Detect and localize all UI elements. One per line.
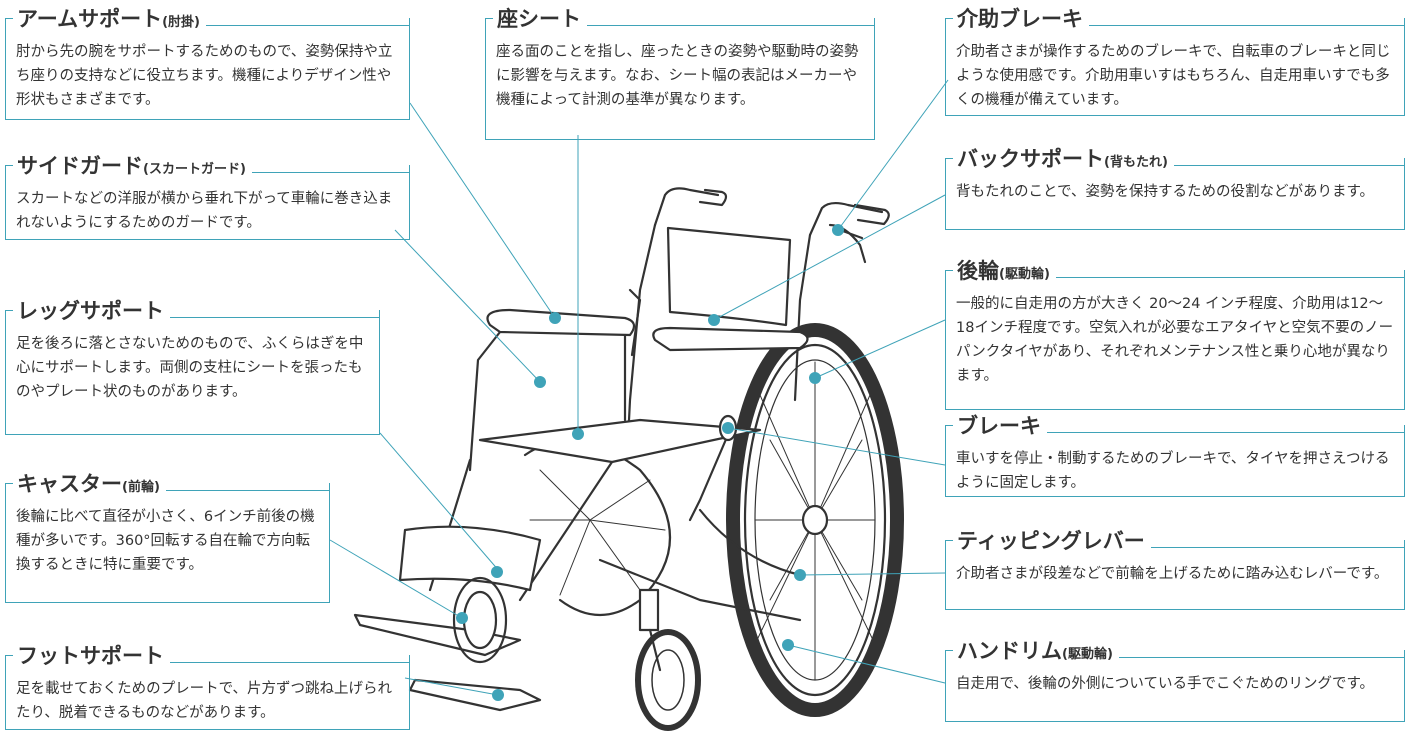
assist-brake-title: 介助ブレーキ	[953, 3, 1089, 33]
callout-hand-rim: ハンドリム(駆動輪) 自走用で、後輪の外側についている手でこぐためのリングです。	[945, 635, 1405, 722]
dot-hand-rim	[782, 639, 794, 651]
callout-back-support: バックサポート(背もたれ) 背もたれのことで、姿勢を保持するための役割などがあり…	[945, 143, 1405, 230]
dot-back-support	[708, 314, 720, 326]
callout-arm-support: アームサポート(肘掛) 肘から先の腕をサポートするためのもので、姿勢保持や立ち座…	[5, 3, 410, 120]
back-support-title: バックサポート(背もたれ)	[953, 143, 1174, 173]
seat-desc: 座る面のことを指し、座ったときの姿勢や駆動時の姿勢に影響を与えます。なお、シート…	[496, 44, 859, 108]
dot-brake	[722, 422, 734, 434]
back-support-desc: 背もたれのことで、姿勢を保持するための役割などがあります。	[956, 184, 1375, 200]
assist-brake-desc: 介助者さまが操作するためのブレーキで、自転車のブレーキと同じような使用感です。介…	[956, 44, 1391, 108]
callout-rear-wheel: 後輪(駆動輪) 一般的に自走用の方が大きく 20〜24 インチ程度、介助用は12…	[945, 255, 1405, 410]
foot-support-desc: 足を載せておくためのプレートで、片方ずつ跳ね上げられたり、脱着できるものなどがあ…	[16, 681, 392, 721]
callout-seat: 座シート 座る面のことを指し、座ったときの姿勢や駆動時の姿勢に影響を与えます。な…	[485, 3, 875, 140]
seat-title: 座シート	[493, 3, 587, 33]
callout-caster: キャスター(前輪) 後輪に比べて直径が小さく、6インチ前後の機種が多いです。36…	[5, 468, 330, 603]
callout-brake: ブレーキ 車いすを停止・制動するためのブレーキで、タイヤを押さえつけるように固定…	[945, 410, 1405, 497]
callout-assist-brake: 介助ブレーキ 介助者さまが操作するためのブレーキで、自転車のブレーキと同じような…	[945, 3, 1405, 116]
brake-desc: 車いすを停止・制動するためのブレーキで、タイヤを押さえつけるように固定します。	[956, 451, 1390, 491]
dot-leg-support	[491, 566, 503, 578]
wheelchair-illustration	[353, 187, 904, 731]
leg-support-desc: 足を後ろに落とさないためのもので、ふくらはぎを中心にサポートします。両側の支柱に…	[16, 336, 364, 400]
hand-rim-desc: 自走用で、後輪の外側についている手でこぐためのリングです。	[956, 676, 1375, 692]
side-guard-title: サイドガード(スカートガード)	[13, 150, 252, 180]
rear-wheel-desc: 一般的に自走用の方が大きく 20〜24 インチ程度、介助用は12〜18インチ程度…	[956, 296, 1394, 384]
callout-tipping-lever: ティッピングレバー 介助者さまが段差などで前輪を上げるために踏み込むレバーです。	[945, 525, 1405, 610]
marker-dots	[456, 224, 844, 701]
dot-side-guard	[534, 376, 546, 388]
caster-desc: 後輪に比べて直径が小さく、6インチ前後の機種が多いです。360°回転する自在輪で…	[16, 509, 315, 573]
rear-wheel-title: 後輪(駆動輪)	[953, 255, 1056, 285]
callout-leg-support: レッグサポート 足を後ろに落とさないためのもので、ふくらはぎを中心にサポートしま…	[5, 295, 380, 435]
dot-foot-support	[492, 689, 504, 701]
arm-support-desc: 肘から先の腕をサポートするためのもので、姿勢保持や立ち座りの支持などに役立ちます…	[16, 44, 393, 108]
dot-tipping-lever	[794, 569, 806, 581]
brake-title: ブレーキ	[953, 410, 1047, 440]
tipping-lever-desc: 介助者さまが段差などで前輪を上げるために踏み込むレバーです。	[956, 566, 1389, 582]
leg-support-title: レッグサポート	[13, 295, 170, 325]
dot-seat	[572, 428, 584, 440]
leader-lines	[329, 79, 949, 696]
arm-support-title: アームサポート(肘掛)	[13, 3, 206, 33]
dot-arm-support	[549, 312, 561, 324]
callout-side-guard: サイドガード(スカートガード) スカートなどの洋服が横から垂れ下がって車輪に巻き…	[5, 150, 410, 240]
dot-rear-wheel	[809, 372, 821, 384]
caster-title: キャスター(前輪)	[13, 468, 166, 498]
tipping-lever-title: ティッピングレバー	[953, 525, 1151, 555]
hand-rim-title: ハンドリム(駆動輪)	[953, 635, 1119, 665]
dot-assist-brake	[832, 224, 844, 236]
dot-caster	[456, 612, 468, 624]
foot-support-title: フットサポート	[13, 640, 170, 670]
callout-foot-support: フットサポート 足を載せておくためのプレートで、片方ずつ跳ね上げられたり、脱着で…	[5, 640, 410, 730]
side-guard-desc: スカートなどの洋服が横から垂れ下がって車輪に巻き込まれないようにするためのガード…	[16, 191, 393, 231]
